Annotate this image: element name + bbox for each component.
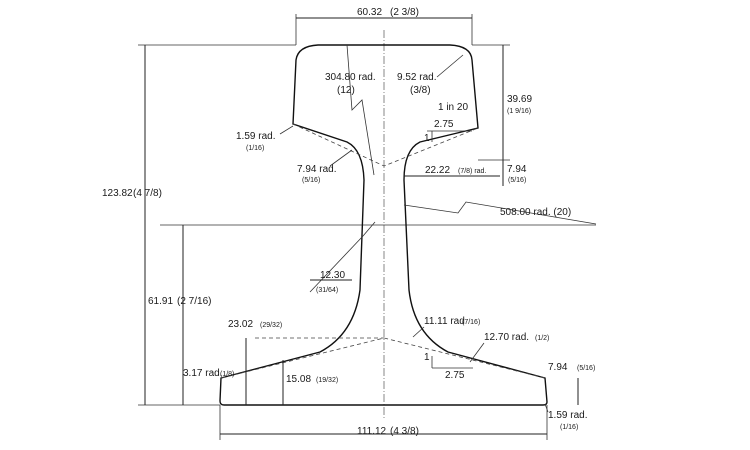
head-fillet-leader bbox=[279, 125, 294, 135]
web-thickness-leader-b bbox=[362, 221, 376, 237]
base-slope-run-label: 2.75 bbox=[445, 370, 465, 381]
head-corner-radius-leader bbox=[436, 54, 464, 78]
base-width-frac: (4 3/8) bbox=[390, 426, 419, 437]
top-width-frac: (2 3/8) bbox=[390, 7, 419, 18]
base-edge-label: 7.94 bbox=[548, 362, 568, 373]
overall-height-label: 123.82 bbox=[102, 188, 133, 199]
head-radius-large-leader bbox=[346, 44, 375, 176]
web-radius-leader bbox=[403, 201, 597, 225]
base-top-dash bbox=[220, 337, 546, 379]
neutral-axis-label: 61.91 bbox=[148, 296, 173, 307]
base-toe-radius-leader bbox=[544, 403, 549, 413]
base-fillet-radius-leader bbox=[412, 326, 425, 338]
base-height-label: 23.02 bbox=[228, 319, 253, 330]
head-underside-frac: (5/16) bbox=[508, 177, 526, 184]
base-slope-radius-leader bbox=[469, 342, 485, 363]
head-slope-rise-label: 1 bbox=[424, 133, 430, 144]
base-fillet-radius-frac: (7/16) bbox=[462, 319, 480, 326]
head-fillet-frac: (1/16) bbox=[246, 145, 264, 152]
web-fillet-top-label: 7.94 rad. bbox=[297, 164, 336, 175]
base-inner-height-frac: (19/32) bbox=[316, 377, 338, 384]
head-fillet-offset-frac: (7/8) rad. bbox=[458, 168, 486, 175]
head-depth-label: 39.69 bbox=[507, 94, 532, 105]
base-slope-radius-frac: (1/2) bbox=[535, 335, 549, 342]
head-fillet-offset-label: 22.22 bbox=[425, 165, 450, 176]
overall-height-frac: (4 7/8) bbox=[133, 188, 162, 199]
head-corner-radius-label: 9.52 rad. bbox=[397, 72, 436, 83]
base-toe-radius-label: 1.59 rad. bbox=[548, 410, 587, 421]
web-thickness-label: 12.30 bbox=[320, 270, 345, 281]
head-depth-frac: (1 9/16) bbox=[507, 108, 531, 115]
head-radius-large-label: 304.80 rad. bbox=[325, 72, 376, 83]
head-corner-radius-frac: (3/8) bbox=[410, 85, 431, 96]
base-inner-height-label: 15.08 bbox=[286, 374, 311, 385]
head-radius-large-frac: (12) bbox=[337, 85, 355, 96]
web-fillet-top-leader bbox=[329, 149, 353, 167]
head-underside-dash bbox=[292, 123, 479, 167]
top-width-label: 60.32 bbox=[357, 7, 382, 18]
neutral-axis-frac: (2 7/16) bbox=[177, 296, 211, 307]
web-fillet-top-frac: (5/16) bbox=[302, 177, 320, 184]
web-thickness-leader-a bbox=[309, 235, 364, 293]
base-corner-radius-frac: (1/8) bbox=[220, 371, 234, 378]
base-fillet-radius-label: 11.11 rad bbox=[424, 316, 465, 327]
base-slope-radius-label: 12.70 rad. bbox=[484, 332, 529, 343]
rail-outline bbox=[219, 44, 548, 406]
head-slope-run-label: 2.75 bbox=[434, 119, 454, 130]
base-height-frac: (29/32) bbox=[260, 322, 282, 329]
web-radius-label: 508.00 rad. (20) bbox=[500, 207, 571, 218]
head-slope-label: 1 in 20 bbox=[438, 102, 468, 113]
base-slope-rise-label: 1 bbox=[424, 352, 430, 363]
head-underside-label: 7.94 bbox=[507, 164, 527, 175]
head-fillet-label: 1.59 rad. bbox=[236, 131, 275, 142]
base-corner-radius-label: 3.17 rad. bbox=[183, 368, 222, 379]
base-width-label: 111.12 bbox=[357, 426, 387, 437]
base-edge-frac: (5/16) bbox=[577, 365, 595, 372]
base-toe-radius-frac: (1/16) bbox=[560, 424, 578, 431]
web-thickness-frac: (31/64) bbox=[316, 287, 338, 294]
